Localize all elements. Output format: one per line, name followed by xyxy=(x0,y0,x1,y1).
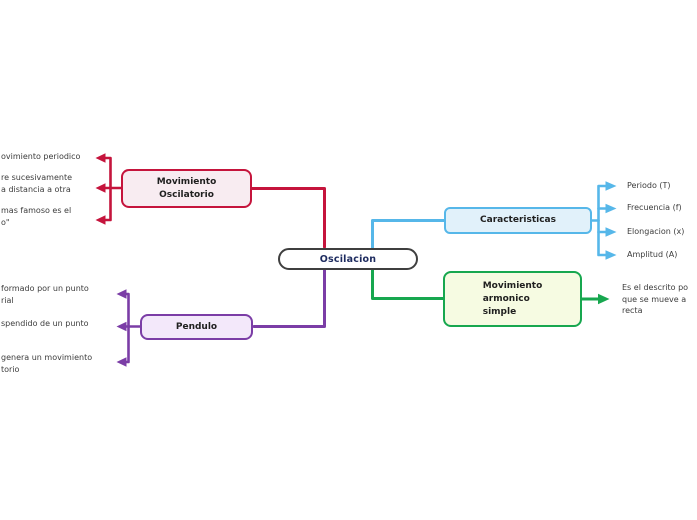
root-label: Oscilacion xyxy=(319,253,377,265)
arrow-right-icon xyxy=(605,181,617,191)
red-branch-connector xyxy=(103,156,326,249)
arrow-left-icon xyxy=(95,183,106,193)
blue-arrowhead-icons xyxy=(605,181,617,260)
subtopic-periodo[interactable]: Periodo (T) xyxy=(627,181,671,190)
subtopic-genera-movimiento[interactable]: genera un movimiento torio xyxy=(1,353,93,374)
topic-label: Movimiento Oscilatorio xyxy=(156,176,217,200)
topic-label: Movimiento armonico simple xyxy=(482,280,543,317)
subtopic-elongacion[interactable]: Elongacion (x) xyxy=(627,227,685,236)
topic-label: Caracteristicas xyxy=(480,215,556,225)
arrow-left-icon xyxy=(116,289,127,299)
arrow-left-icon xyxy=(116,321,127,332)
arrow-left-icon xyxy=(95,153,106,163)
subtopic-frecuencia[interactable]: Frecuencia (f) xyxy=(627,203,682,212)
arrow-left-icon xyxy=(116,357,127,367)
node-movimiento-armonico-simple[interactable]: Movimiento armonico simple xyxy=(443,271,582,327)
subtopic-mas-famoso[interactable]: mas famoso es el o" xyxy=(1,206,72,227)
subtopic-sucesivamente[interactable]: re sucesivamente a distancia a otra xyxy=(1,173,73,194)
arrow-right-icon xyxy=(605,250,617,260)
blue-branch-connector xyxy=(371,184,608,257)
subtopic-es-el-descrito[interactable]: Es el descrito po que se mueve a recta xyxy=(622,283,689,315)
node-movimiento-oscilatorio[interactable]: Movimiento Oscilatorio xyxy=(121,169,252,208)
arrow-right-icon xyxy=(605,203,617,214)
green-arrowhead-icons xyxy=(598,293,610,305)
subtopic-amplitud[interactable]: Amplitud (A) xyxy=(627,250,678,259)
subtopic-movimiento-periodico[interactable]: ovimiento periodico xyxy=(1,152,81,161)
topic-label: Pendulo xyxy=(175,321,218,332)
subtopic-formado-punto[interactable]: formado por un punto rial xyxy=(1,284,89,305)
red-arrowhead-icons xyxy=(95,153,106,225)
purple-branch-connector xyxy=(124,268,326,364)
green-branch-connector xyxy=(371,268,601,301)
node-pendulo[interactable]: Pendulo xyxy=(140,314,253,340)
node-caracteristicas[interactable]: Caracteristicas xyxy=(444,207,592,234)
subtopic-suspendido-punto[interactable]: spendido de un punto xyxy=(1,319,89,328)
arrow-left-icon xyxy=(95,215,106,225)
purple-arrowhead-icons xyxy=(116,289,127,367)
node-oscilacion[interactable]: Oscilacion xyxy=(278,248,418,270)
arrow-right-icon xyxy=(598,293,610,305)
arrow-right-icon xyxy=(605,227,617,237)
